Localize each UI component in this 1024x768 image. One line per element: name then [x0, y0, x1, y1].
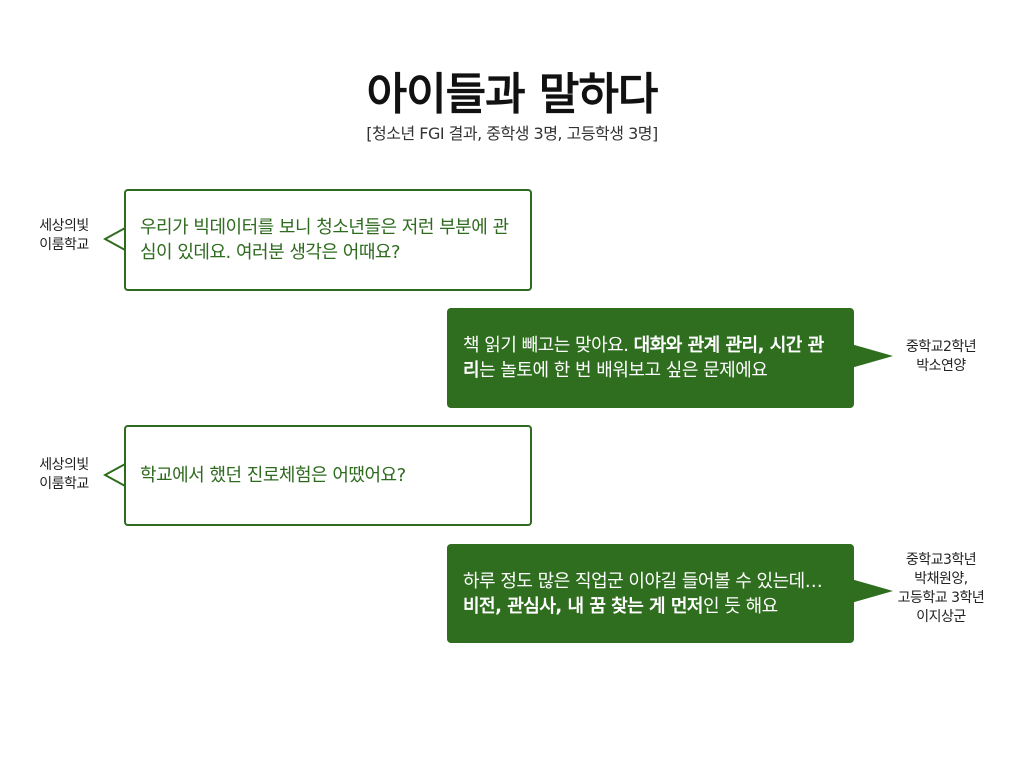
bubble-text-run: 인 듯 해요	[703, 595, 778, 617]
speaker-line: 이룸학교	[39, 476, 89, 492]
page-title: 아이들과 말하다	[366, 69, 659, 120]
answer-bubble: 책 읽기 빼고는 맞아요. 대화와 관계 관리, 시간 관리는 놀토에 한 번 …	[447, 308, 854, 408]
bubble-text-run: 하루 정도 많은 직업군 이야길 들어볼 수 있는데…	[463, 570, 823, 592]
bubble-text-emphasis: 비전, 관심사, 내 꿈 찾는 게 먼저	[463, 595, 704, 617]
bubble-text: 책 읽기 빼고는 맞아요. 대화와 관계 관리, 시간 관리는 놀토에 한 번 …	[463, 333, 838, 383]
speech-tail-right	[851, 344, 893, 368]
answer-bubble: 하루 정도 많은 직업군 이야길 들어볼 수 있는데… 비전, 관심사, 내 꿈…	[447, 544, 854, 643]
speaker-line: 중학교3학년	[905, 552, 977, 568]
bubble-text-run: 학교에서 했던 진로체험은 어땠어요?	[140, 465, 406, 486]
speaker-line: 세상의빛	[39, 218, 89, 234]
speech-tail-left	[103, 462, 128, 488]
speaker-label-2: 중학교2학년 박소연양	[886, 338, 996, 376]
speaker-line: 세상의빛	[39, 457, 89, 473]
speaker-label-4: 중학교3학년 박채원양, 고등학교 3학년 이지상군	[878, 551, 1004, 627]
speaker-line: 이지상군	[916, 609, 966, 625]
bubble-text-emphasis: 대화와 관계 관리, 시간 관리	[463, 335, 824, 381]
speaker-line: 박채원양,	[914, 571, 968, 587]
question-bubble: 우리가 빅데이터를 보니 청소년들은 저런 부분에 관심이 있데요. 여러분 생…	[124, 189, 532, 291]
bubble-text: 하루 정도 많은 직업군 이야길 들어볼 수 있는데… 비전, 관심사, 내 꿈…	[463, 569, 838, 619]
bubble-text-run: 책 읽기 빼고는 맞아요.	[463, 335, 634, 356]
speaker-label-1: 세상의빛 이룸학교	[20, 217, 108, 255]
speaker-line: 이룸학교	[39, 237, 89, 253]
bubble-text-run: 는 놀토에 한 번 배워보고 싶은 문제에요	[479, 360, 768, 381]
speaker-line: 박소연양	[916, 358, 966, 374]
question-bubble: 학교에서 했던 진로체험은 어땠어요?	[124, 425, 532, 526]
speech-tail-left	[103, 226, 128, 252]
bubble-text: 우리가 빅데이터를 보니 청소년들은 저런 부분에 관심이 있데요. 여러분 생…	[140, 215, 516, 265]
page-subtitle: [청소년 FGI 결과, 중학생 3명, 고등학생 3명]	[366, 124, 658, 143]
speaker-line: 고등학교 3학년	[897, 590, 985, 606]
bubble-text: 학교에서 했던 진로체험은 어땠어요?	[140, 463, 406, 488]
speaker-label-3: 세상의빛 이룸학교	[20, 456, 108, 494]
speech-tail-right	[851, 579, 893, 603]
bubble-text-run: 우리가 빅데이터를 보니 청소년들은 저런 부분에 관심이 있데요. 여러분 생…	[140, 217, 509, 263]
speaker-line: 중학교2학년	[905, 339, 977, 355]
